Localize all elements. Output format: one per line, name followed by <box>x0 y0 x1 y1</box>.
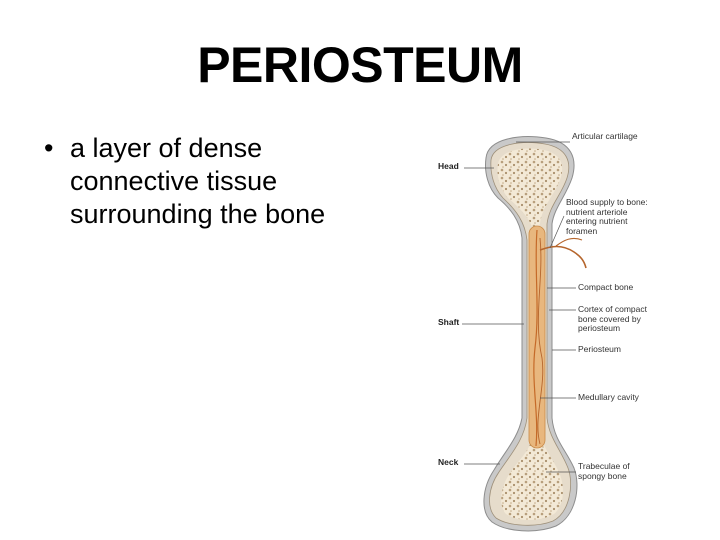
long-bone-illustration <box>462 136 587 532</box>
spongy-bone-head <box>497 148 563 232</box>
label-blood-supply: Blood supply to bone: nutrient arteriole… <box>566 197 648 236</box>
label-shaft: Shaft <box>438 317 460 327</box>
label-head: Head <box>438 161 459 171</box>
bone-diagram: Head Shaft Neck Articular cartilage Bloo… <box>436 128 720 540</box>
nutrient-arteriole-2 <box>555 237 583 247</box>
nutrient-arteriole <box>539 245 587 269</box>
slide-title: PERIOSTEUM <box>197 37 523 93</box>
label-periosteum: Periosteum <box>578 344 621 354</box>
nutrient-vessel <box>533 229 538 447</box>
label-cortex: Cortex of compact bone covered by perios… <box>578 304 647 333</box>
spongy-bone-distal <box>501 428 563 520</box>
label-compact-bone: Compact bone <box>578 282 634 292</box>
label-medullary-cavity: Medullary cavity <box>578 392 639 402</box>
medullary-cavity <box>528 225 546 449</box>
label-trabeculae: Trabeculae of spongy bone <box>578 461 630 481</box>
bullet-list: a layer of dense connective tissue surro… <box>44 132 334 231</box>
label-neck: Neck <box>438 457 459 467</box>
label-articular-cartilage: Articular cartilage <box>572 131 638 141</box>
bullet-item: a layer of dense connective tissue surro… <box>44 132 334 231</box>
vessel-branch <box>537 237 544 445</box>
